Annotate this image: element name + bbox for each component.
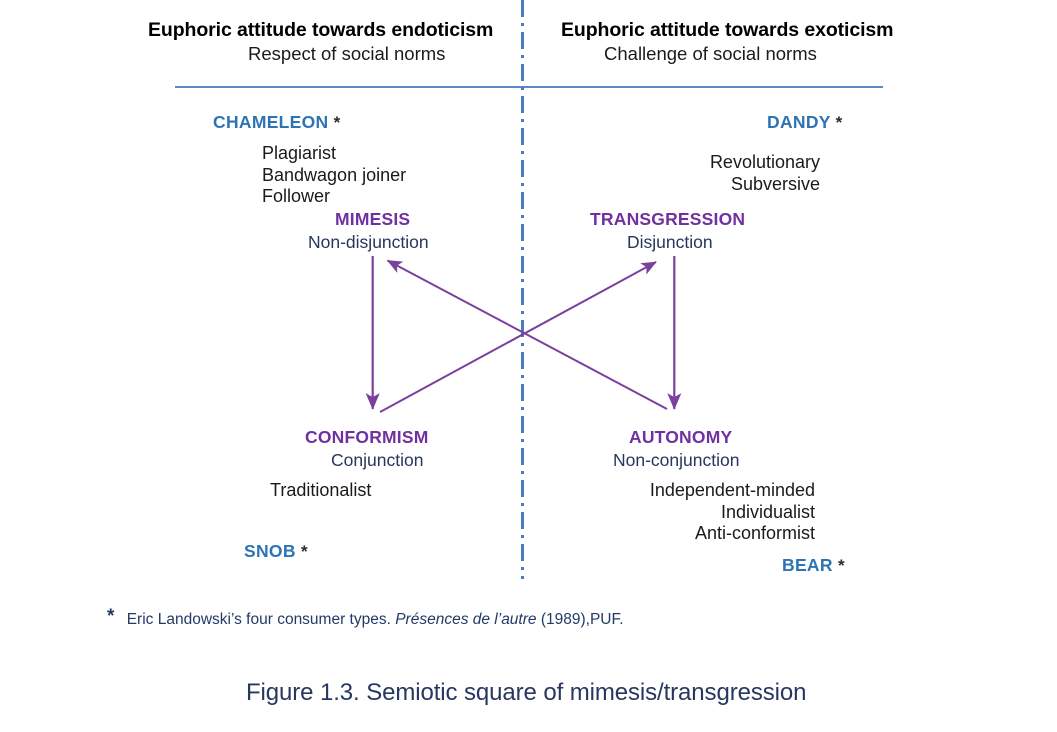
semiotic-term-conformism: CONFORMISM xyxy=(305,427,429,447)
semiotic-term-autonomy: AUTONOMY xyxy=(629,427,733,447)
trait-item: Independent-minded xyxy=(649,480,815,500)
consumer-type-chameleon-label: CHAMELEON xyxy=(213,112,329,132)
trait-item: Individualist xyxy=(720,501,815,522)
arrow-autonomy-to-mimesis xyxy=(386,259,668,410)
left-header-subtitle: Respect of social norms xyxy=(248,43,446,64)
right-header-subtitle: Challenge of social norms xyxy=(604,43,817,64)
consumer-type-bear: BEAR * xyxy=(782,555,845,576)
traits-autonomy: Independent-minded Individualist Anti-co… xyxy=(595,480,815,545)
horizontal-rule xyxy=(175,86,883,88)
trait-item: Bandwagon joiner xyxy=(262,164,407,185)
footnote-text-before: Eric Landowski’s four consumer types. xyxy=(126,611,396,628)
consumer-type-bear-label: BEAR xyxy=(782,555,833,575)
semiotic-relation-disjunction: Disjunction xyxy=(627,232,713,252)
semiotic-term-mimesis: MIMESIS xyxy=(335,209,411,229)
trait-item: Traditionalist xyxy=(270,480,372,500)
consumer-type-dandy: DANDY * xyxy=(767,112,843,133)
traits-chameleon: Plagiarist Bandwagon joiner Follower xyxy=(262,143,406,208)
trait-item: Anti-conformist xyxy=(694,523,815,543)
trait-item: Revolutionary xyxy=(709,152,820,172)
consumer-type-snob-label: SNOB xyxy=(244,541,296,561)
right-header-title: Euphoric attitude towards exoticism xyxy=(561,19,894,41)
footnote-italic-title: Présences de l’autre xyxy=(395,611,537,628)
footnote: * Eric Landowski’s four consumer types. … xyxy=(107,606,624,629)
footnote-marker: * xyxy=(107,606,115,627)
trait-item: Plagiarist xyxy=(262,143,337,163)
consumer-type-snob: SNOB * xyxy=(244,541,308,562)
semiotic-relation-non-conjunction: Non-conjunction xyxy=(613,450,740,470)
footnote-text-after: (1989),PUF. xyxy=(536,611,624,628)
footnote-marker-snob: * xyxy=(300,542,308,561)
semiotic-term-transgression: TRANSGRESSION xyxy=(590,209,746,229)
footnote-marker-dandy: * xyxy=(835,113,843,132)
traits-dandy: Revolutionary Subversive xyxy=(600,152,820,195)
footnote-marker-bear: * xyxy=(837,556,845,575)
trait-item: Subversive xyxy=(730,173,820,194)
figure-caption: Figure 1.3. Semiotic square of mimesis/t… xyxy=(246,679,807,706)
arrow-conformism-to-transgression xyxy=(379,261,657,413)
semiotic-relation-non-disjunction: Non-disjunction xyxy=(308,232,429,252)
trait-item: Follower xyxy=(262,186,331,206)
traits-conformism: Traditionalist xyxy=(270,480,371,502)
semiotic-relation-conjunction: Conjunction xyxy=(331,450,424,470)
footnote-marker-chameleon: * xyxy=(333,113,341,132)
consumer-type-chameleon: CHAMELEON * xyxy=(213,112,341,133)
consumer-type-dandy-label: DANDY xyxy=(767,112,831,132)
left-header-title: Euphoric attitude towards endoticism xyxy=(148,19,494,41)
